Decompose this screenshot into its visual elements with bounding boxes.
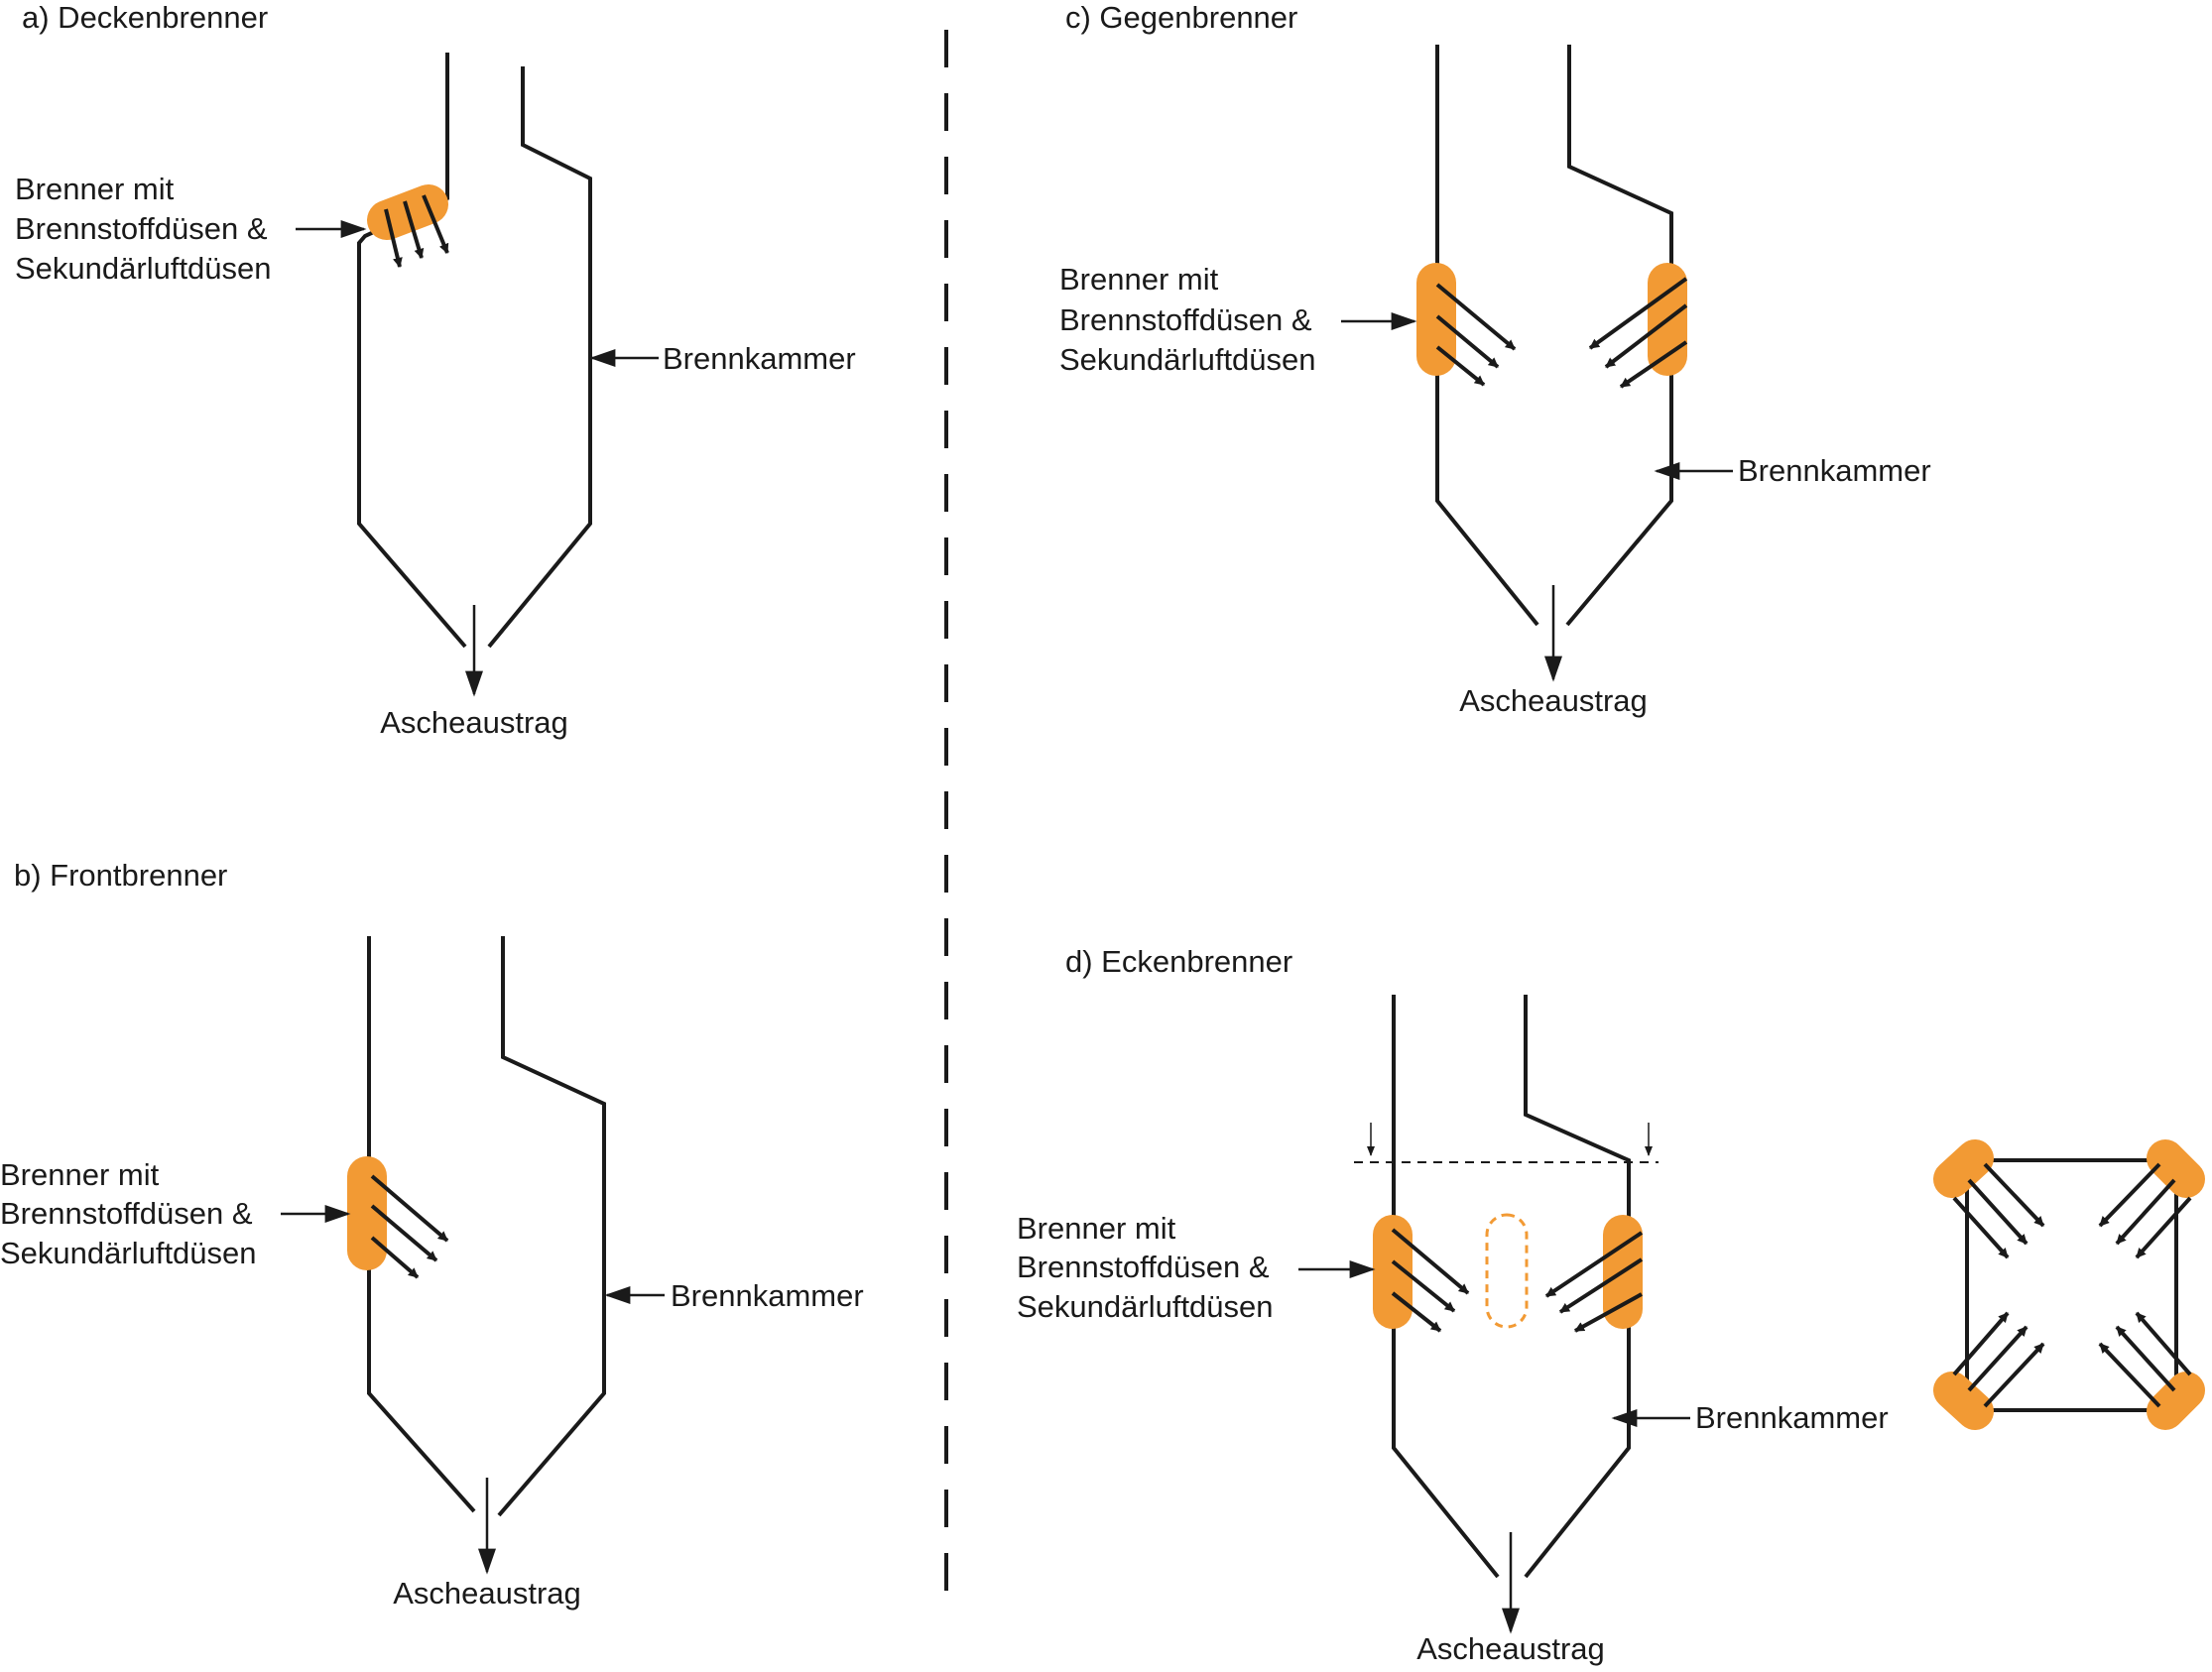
svg-text:Sekundärluftdüsen: Sekundärluftdüsen xyxy=(1017,1289,1274,1324)
combustion-chamber-outline xyxy=(1392,995,1631,1579)
svg-text:Brenner mit: Brenner mit xyxy=(0,1157,160,1192)
corner-burner-bottom-left xyxy=(1933,1372,1994,1430)
chamber-label: Brennkammer xyxy=(1611,1400,1889,1435)
svg-text:Ascheaustrag: Ascheaustrag xyxy=(1459,683,1648,718)
chamber-label: Brennkammer xyxy=(589,341,856,376)
ash-discharge: Ascheaustrag xyxy=(380,605,568,740)
svg-text:Ascheaustrag: Ascheaustrag xyxy=(380,705,568,740)
combustion-chamber-outline xyxy=(1435,45,1673,627)
svg-text:Sekundärluftdüsen: Sekundärluftdüsen xyxy=(0,1236,257,1270)
corner-burner-top-left xyxy=(1933,1139,1994,1198)
panel-d-title: d) Eckenbrenner xyxy=(1065,944,1292,979)
burner-right xyxy=(1544,1215,1644,1333)
svg-text:Brennkammer: Brennkammer xyxy=(1738,453,1931,488)
svg-text:Brennkammer: Brennkammer xyxy=(1695,1400,1889,1435)
burner-label: Brenner mit Brennstoffdüsen & Sekundärlu… xyxy=(0,1157,351,1270)
panel-d-corner-burner: d) Eckenbrenner Brenner mit B xyxy=(1017,944,2205,1666)
svg-text:Brennstoffdüsen &: Brennstoffdüsen & xyxy=(1017,1250,1270,1284)
ash-discharge: Ascheaustrag xyxy=(1416,1532,1605,1666)
svg-text:Brennkammer: Brennkammer xyxy=(671,1278,864,1313)
section-line xyxy=(1354,1123,1659,1163)
chamber-label: Brennkammer xyxy=(1654,453,1931,488)
burner-hidden-outline xyxy=(1485,1213,1529,1329)
panel-a-ceiling-burner: a) Deckenbrenner Brenner mit Brennstoffd… xyxy=(15,0,856,740)
burner-left xyxy=(1416,263,1517,387)
svg-text:Brenner mit: Brenner mit xyxy=(1017,1211,1176,1246)
svg-text:Ascheaustrag: Ascheaustrag xyxy=(393,1576,581,1611)
svg-text:Brenner mit: Brenner mit xyxy=(15,172,175,206)
svg-text:Ascheaustrag: Ascheaustrag xyxy=(1416,1631,1605,1666)
svg-text:Brennstoffdüsen &: Brennstoffdüsen & xyxy=(1059,302,1312,337)
corner-burner-bottom-right xyxy=(2147,1372,2205,1430)
combustion-chamber-outline xyxy=(357,53,592,649)
panel-b-front-burner: b) Frontbrenner Brenner mit Brennstoffdü… xyxy=(0,858,864,1611)
combustion-chamber-outline xyxy=(367,936,606,1517)
ash-discharge: Ascheaustrag xyxy=(393,1478,581,1611)
svg-text:Brennstoffdüsen &: Brennstoffdüsen & xyxy=(15,211,268,246)
burner xyxy=(347,1156,449,1279)
svg-text:Brennstoffdüsen &: Brennstoffdüsen & xyxy=(0,1196,253,1231)
burner-label: Brenner mit Brennstoffdüsen & Sekundärlu… xyxy=(1017,1211,1376,1324)
ash-discharge: Ascheaustrag xyxy=(1459,585,1648,718)
burner-label: Brenner mit Brennstoffdüsen & Sekundärlu… xyxy=(15,172,367,286)
svg-text:Brennkammer: Brennkammer xyxy=(663,341,856,376)
burner-left xyxy=(1373,1215,1470,1333)
panel-b-title: b) Frontbrenner xyxy=(14,858,227,893)
panel-a-title: a) Deckenbrenner xyxy=(22,0,268,35)
plan-view-cross-section xyxy=(1933,1139,2205,1430)
burner-label: Brenner mit Brennstoffdüsen & Sekundärlu… xyxy=(1059,262,1417,377)
svg-text:Brenner mit: Brenner mit xyxy=(1059,262,1219,297)
chamber-label: Brennkammer xyxy=(604,1278,864,1313)
burner-right xyxy=(1588,263,1688,389)
corner-burner-top-right xyxy=(2147,1139,2205,1198)
panel-c-title: c) Gegenbrenner xyxy=(1065,0,1297,35)
panel-c-opposed-burner: c) Gegenbrenner Brenner mit Brennstoffdü… xyxy=(1059,0,1931,718)
svg-text:Sekundärluftdüsen: Sekundärluftdüsen xyxy=(1059,342,1316,377)
burner xyxy=(367,184,449,268)
svg-text:Sekundärluftdüsen: Sekundärluftdüsen xyxy=(15,251,272,286)
